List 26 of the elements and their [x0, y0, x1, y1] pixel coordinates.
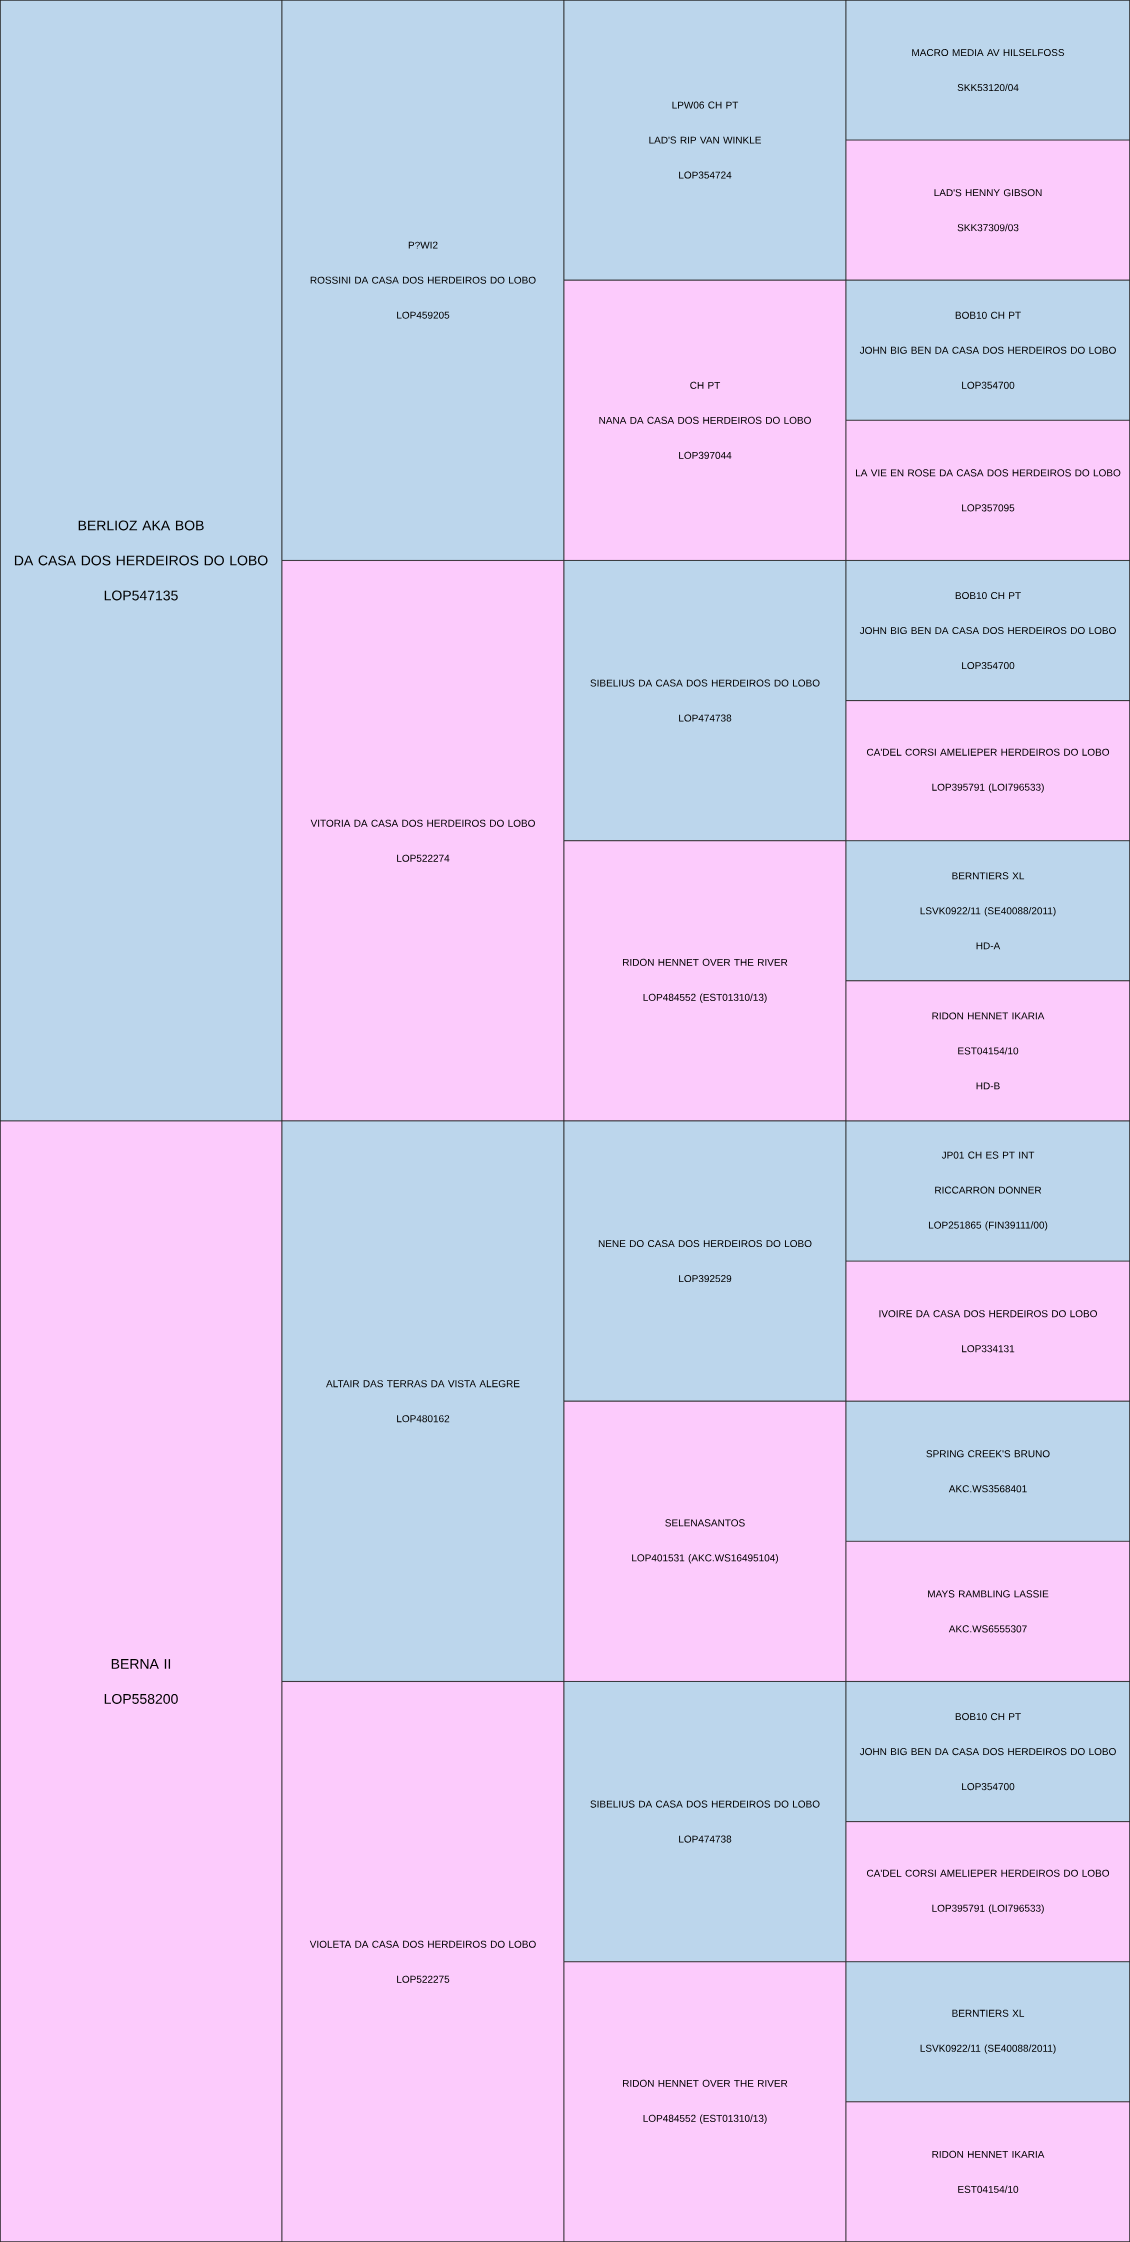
pedigree-cell: SPRING CREEK'S BRUNO AKC.WS3568401	[845, 1400, 1130, 1542]
pedigree-cell: RIDON HENNET OVER THE RIVER LOP484552 (EST01310/13)	[563, 1961, 847, 2242]
pedigree-cell: MACRO MEDIA AV HILSELFOSS SKK53120/04	[845, 0, 1130, 141]
pedigree-cell: BOB10 CH PT JOHN BIG BEN DA CASA DOS HERDEIROS DO LOBO LOP354700	[845, 1681, 1130, 1823]
pedigree-cell: BOB10 CH PT JOHN BIG BEN DA CASA DOS HERDEIROS DO LOBO LOP354700	[845, 279, 1130, 421]
pedigree-cell: ALTAIR DAS TERRAS DA VISTA ALEGRE LOP480162	[281, 1120, 565, 1682]
pedigree-cell: LAD'S HENNY GIBSON SKK37309/03	[845, 139, 1130, 281]
pedigree-cell: BOB10 CH PT JOHN BIG BEN DA CASA DOS HERDEIROS DO LOBO LOP354700	[845, 560, 1130, 702]
pedigree-cell: P?WI2 ROSSINI DA CASA DOS HERDEIROS DO LOBO LOP459205	[281, 0, 565, 561]
pedigree-cell: RIDON HENNET IKARIA EST04154/10	[845, 2101, 1130, 2242]
pedigree-cell: MAYS RAMBLING LASSIE AKC.WS6555307	[845, 1540, 1130, 1682]
pedigree-cell: LPW06 CH PT LAD'S RIP VAN WINKLE LOP354724	[563, 0, 847, 281]
pedigree-cell: CH PT NANA DA CASA DOS HERDEIROS DO LOBO LOP397044	[563, 279, 847, 561]
pedigree-cell: CA'DEL CORSI AMELIEPER HERDEIROS DO LOBO LOP395791 (LOI796533)	[845, 1821, 1130, 1963]
pedigree-cell: SIBELIUS DA CASA DOS HERDEIROS DO LOBO LOP474738	[563, 560, 847, 842]
pedigree-cell: BERLIOZ AKA BOB DA CASA DOS HERDEIROS DO LOBO LOP547135	[0, 0, 283, 1122]
pedigree-cell: CA'DEL CORSI AMELIEPER HERDEIROS DO LOBO LOP395791 (LOI796533)	[845, 700, 1130, 842]
pedigree-cell: LA VIE EN ROSE DA CASA DOS HERDEIROS DO LOBO LOP357095	[845, 419, 1130, 561]
pedigree-cell: VITORIA DA CASA DOS HERDEIROS DO LOBO LOP522274	[281, 560, 565, 1122]
pedigree-cell: RIDON HENNET IKARIA EST04154/10 HD-B	[845, 980, 1130, 1122]
pedigree-cell: BERNTIERS XL LSVK0922/11 (SE40088/2011)	[845, 1961, 1130, 2103]
pedigree-cell: NENE DO CASA DOS HERDEIROS DO LOBO LOP392529	[563, 1120, 847, 1402]
pedigree-cell: BERNTIERS XL LSVK0922/11 (SE40088/2011) HD-A	[845, 840, 1130, 982]
pedigree-cell: JP01 CH ES PT INT RICCARRON DONNER LOP251865 (FIN39111/00)	[845, 1120, 1130, 1262]
pedigree-cell: IVOIRE DA CASA DOS HERDEIROS DO LOBO LOP334131	[845, 1260, 1130, 1402]
pedigree-cell: SELENASANTOS LOP401531 (AKC.WS16495104)	[563, 1400, 847, 1682]
